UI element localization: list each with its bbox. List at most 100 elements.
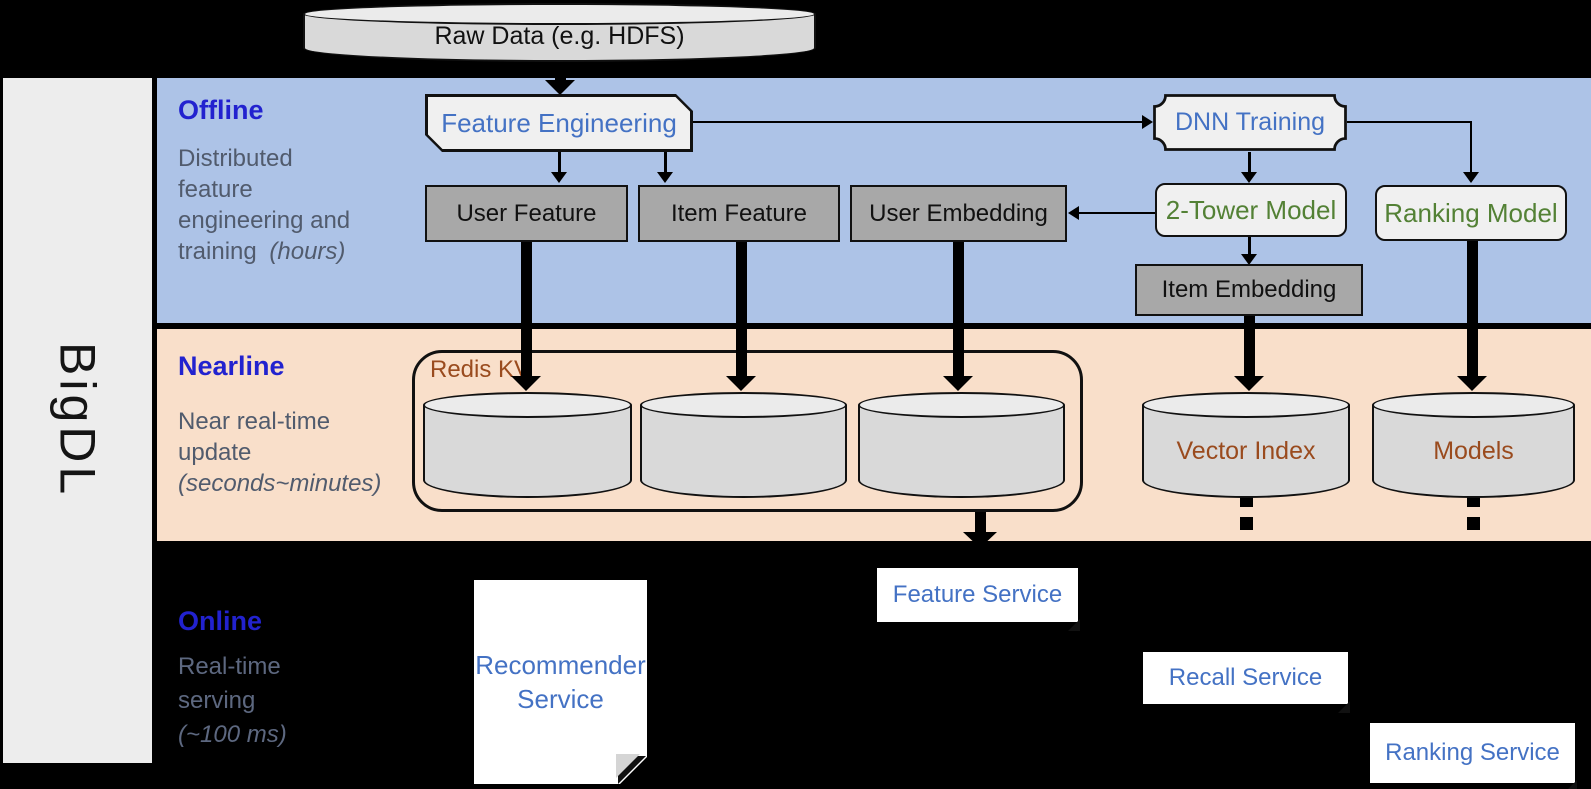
- ranking-service-dogear-icon: [1565, 780, 1577, 789]
- ranking-model-label: Ranking Model: [1384, 197, 1558, 228]
- online-section-label: Online: [178, 606, 263, 636]
- feature-service-node: Feature Service: [877, 568, 1080, 631]
- models-label: Models: [1433, 436, 1514, 465]
- arrow-raw-data-to-fe-stem: [554, 62, 566, 81]
- dnn-training-label: DNN Training: [1174, 108, 1326, 136]
- vector-index-label: Vector Index: [1176, 436, 1316, 465]
- user-embedding-label: User Embedding: [869, 199, 1048, 227]
- arrowhead-into-item-embedding: [1241, 254, 1257, 265]
- offline-desc-line4: training: [178, 238, 257, 265]
- ranking-service-label: Ranking Service: [1385, 739, 1560, 766]
- redis-cylinder-3-body: [858, 405, 1065, 498]
- dnn-training-node: DNN Training: [1153, 94, 1347, 151]
- arrowhead-into-user-feature: [551, 172, 567, 183]
- user-feature-node: User Feature: [425, 185, 628, 242]
- ranking-model-node: Ranking Model: [1375, 185, 1567, 241]
- arrow-user-feature-to-cyl1-stem: [520, 240, 532, 377]
- line-two-tower-to-user-embedding: [1078, 211, 1155, 214]
- arrow-user-feature-to-cyl1-head: [511, 376, 541, 391]
- redis-cylinder-2-top: [640, 392, 847, 418]
- nearline-section-label: Nearline: [178, 351, 285, 381]
- arrow-user-embedding-to-cyl3-stem: [952, 240, 964, 377]
- dash-models-2: [1467, 517, 1480, 530]
- redis-cylinder-1-body: [423, 405, 632, 498]
- offline-desc-line3: engineering and: [178, 207, 351, 234]
- two-tower-model-node: 2-Tower Model: [1155, 183, 1347, 237]
- arrow-item-embedding-to-vector-index-head: [1234, 376, 1264, 391]
- user-feature-label: User Feature: [456, 199, 597, 227]
- offline-section-label: Offline: [178, 95, 264, 125]
- redis-cylinder-3: [858, 392, 1065, 498]
- online-desc-line3-italic: (~100 ms): [178, 721, 287, 748]
- offline-desc-line4-italic: (hours): [269, 238, 346, 265]
- arrow-item-feature-to-cyl2-stem: [735, 240, 747, 377]
- online-section-description: Real-time serving (~100 ms): [178, 650, 287, 752]
- arrow-redis-to-feature-service-head: [963, 532, 997, 548]
- nearline-desc-line1: Near real-time: [178, 408, 331, 435]
- line-dnn-to-ranking-vertical: [1469, 120, 1472, 174]
- feature-service-dogear-icon: [1068, 619, 1080, 631]
- raw-data-label: Raw Data (e.g. HDFS): [434, 22, 685, 50]
- nearline-desc-line3-italic: (seconds~minutes): [178, 470, 382, 497]
- item-feature-node: Item Feature: [638, 185, 840, 242]
- recommender-service-label: Recommender Service: [474, 580, 647, 784]
- dash-models-1: [1467, 497, 1480, 507]
- models-cylinder: Models: [1372, 392, 1575, 498]
- raw-data-cylinder-top: [303, 3, 816, 25]
- redis-kv-container: [412, 350, 1083, 512]
- arrowhead-into-dnn-training: [1142, 114, 1153, 129]
- arrowhead-into-user-embedding: [1068, 205, 1079, 220]
- arrowhead-into-item-feature: [657, 172, 673, 183]
- feature-engineering-label: Feature Engineering: [441, 107, 677, 138]
- redis-cylinder-3-top: [858, 392, 1065, 418]
- two-tower-model-label: 2-Tower Model: [1165, 194, 1337, 225]
- recommender-service-document: [474, 580, 647, 784]
- feature-service-label: Feature Service: [892, 581, 1063, 608]
- user-embedding-node: User Embedding: [850, 185, 1067, 242]
- line-dnn-to-ranking-horizontal: [1347, 120, 1472, 123]
- ranking-service-node: Ranking Service: [1370, 723, 1577, 789]
- arrowhead-into-ranking-model: [1463, 172, 1479, 183]
- raw-data-cylinder: Raw Data (e.g. HDFS): [303, 3, 816, 62]
- redis-cylinder-1: [423, 392, 632, 498]
- line-dnn-to-two-tower: [1248, 152, 1251, 173]
- arrow-ranking-model-to-models-stem: [1466, 239, 1478, 377]
- offline-desc-line2: feature: [178, 176, 253, 203]
- online-desc-line2: serving: [178, 687, 256, 714]
- line-feature-engineering-to-dnn: [693, 120, 1145, 123]
- recall-service-label: Recall Service: [1168, 664, 1323, 691]
- nearline-desc-line2: update: [178, 439, 252, 466]
- models-cylinder-body: [1372, 405, 1575, 498]
- line-two-tower-to-item-embedding: [1248, 237, 1251, 255]
- redis-cylinder-1-top: [423, 392, 632, 418]
- arrow-redis-to-feature-service-stem: [974, 512, 986, 533]
- feature-engineering-fill: [428, 97, 691, 150]
- recommender-service-label-line2: Service: [517, 684, 604, 714]
- nearline-section-description: Near real-time update (seconds~minutes): [178, 406, 381, 499]
- recall-service-node: Recall Service: [1143, 652, 1350, 713]
- arrow-ranking-model-to-models-head: [1457, 376, 1487, 391]
- arrow-raw-data-to-fe-head: [545, 80, 575, 95]
- online-desc-line1: Real-time: [178, 653, 281, 680]
- vector-index-cylinder-body: [1142, 405, 1350, 498]
- models-cylinder-top: [1372, 392, 1575, 418]
- recommender-service-label-line1: Recommender: [475, 650, 646, 680]
- bigdl-sidebar: BigDL: [3, 78, 152, 763]
- item-embedding-label: Item Embedding: [1161, 276, 1337, 303]
- vector-index-cylinder-top: [1142, 392, 1350, 418]
- redis-cylinder-2-body: [640, 405, 847, 498]
- arrow-item-embedding-to-vector-index-stem: [1243, 314, 1255, 377]
- offline-desc-line1: Distributed: [178, 145, 293, 172]
- bigdl-label: BigDL: [49, 342, 106, 499]
- recall-service-dogear-icon: [1338, 701, 1350, 713]
- item-embedding-node: Item Embedding: [1135, 264, 1363, 316]
- arrowhead-into-two-tower: [1241, 172, 1257, 183]
- line-fe-to-item-feature: [664, 152, 667, 173]
- arrow-item-feature-to-cyl2-head: [726, 376, 756, 391]
- vector-index-cylinder: Vector Index: [1142, 392, 1350, 498]
- line-fe-to-user-feature: [558, 152, 561, 173]
- dnn-training-plaque-shape: [1153, 94, 1347, 151]
- arrow-user-embedding-to-cyl3-head: [943, 376, 973, 391]
- feature-engineering-node: Feature Engineering: [425, 94, 693, 152]
